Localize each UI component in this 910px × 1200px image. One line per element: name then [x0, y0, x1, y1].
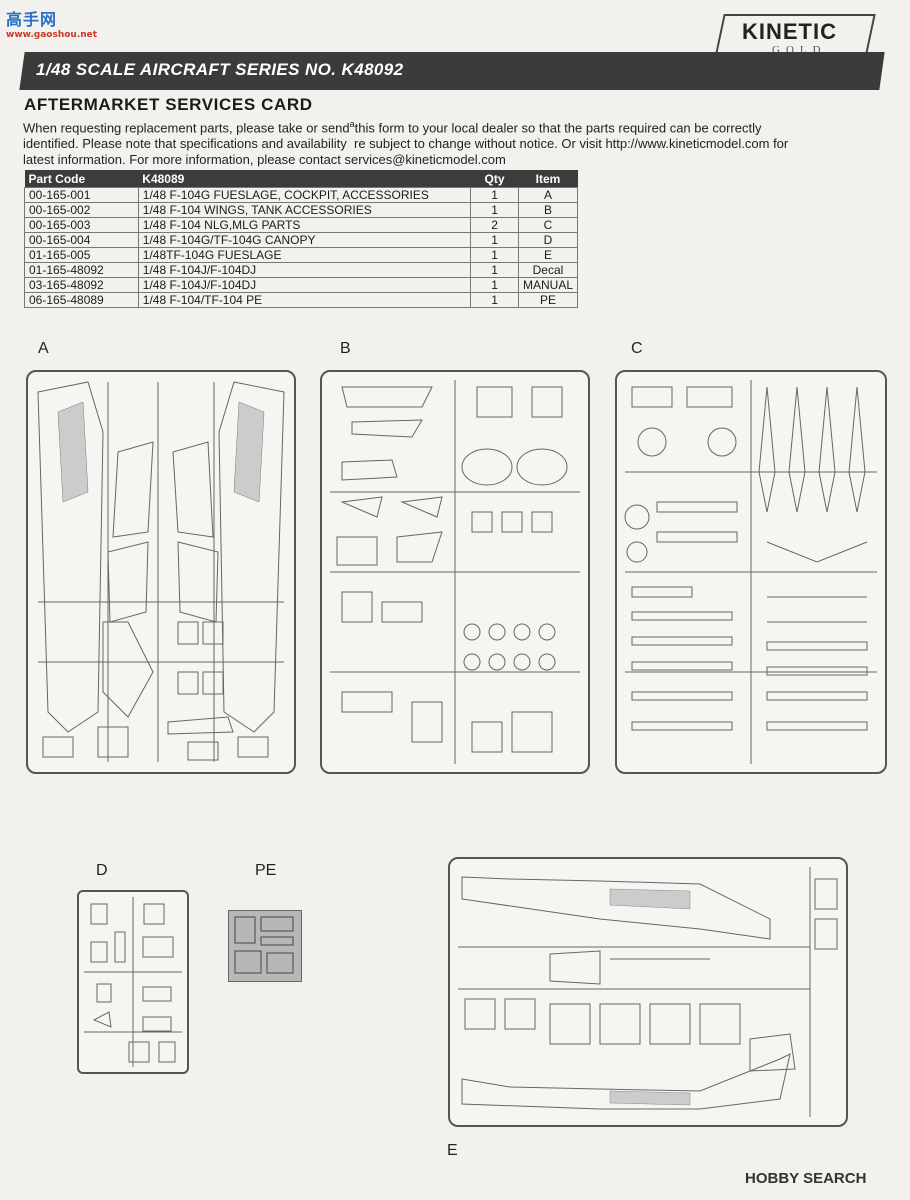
hobby-search-watermark: HOBBY SEARCH [745, 1170, 867, 1187]
sprue-label-e: E [447, 1142, 458, 1159]
sprue-label-pe: PE [255, 862, 277, 879]
sprue-a-art [37, 381, 285, 762]
pe-fret-drawing [228, 910, 302, 982]
cell-code: 06-165-48089 [24, 292, 139, 308]
cell-code: 00-165-003 [24, 217, 139, 233]
cell-qty: 1 [470, 202, 519, 218]
intro-line-2: identified. Please note that specificati… [23, 136, 788, 151]
watermark-url: www.gaoshou.net [6, 30, 98, 40]
cell-qty: 1 [470, 262, 519, 278]
sprue-e-drawing [448, 857, 848, 1127]
cell-qty: 1 [470, 277, 519, 293]
sprue-label-a: A [38, 340, 49, 357]
cell-item: C [517, 217, 579, 233]
col-qty: Qty [470, 170, 519, 188]
cell-code: 03-165-48092 [24, 277, 139, 293]
cell-code: 00-165-001 [24, 187, 139, 203]
intro-text-2a: identified. Please note that specificati… [23, 136, 347, 151]
watermark-chars: 高手网 [6, 10, 58, 29]
site-watermark: 高手网 www.gaoshou.net [6, 6, 97, 40]
sprue-label-c: C [631, 340, 643, 357]
sprue-d-drawing [77, 890, 189, 1074]
cell-code: 00-165-004 [24, 232, 139, 248]
cell-qty: 1 [470, 187, 519, 203]
cell-item: MANUAL [517, 277, 579, 293]
col-description: K48089 [138, 170, 471, 188]
sprue-e-art [458, 867, 838, 1117]
intro-line-1: When requesting replacement parts, pleas… [23, 119, 761, 135]
cell-desc: 1/48TF-104G FUESLAGE [137, 247, 472, 263]
sprue-a-drawing [26, 370, 296, 774]
cell-desc: 1/48 F-104J/F-104DJ [137, 277, 472, 293]
cell-code: 01-165-005 [24, 247, 139, 263]
cell-item: A [517, 187, 579, 203]
sprue-b-drawing [320, 370, 590, 774]
cell-qty: 1 [470, 292, 519, 308]
cell-desc: 1/48 F-104G/TF-104G CANOPY [137, 232, 472, 248]
pe-fret-art [234, 916, 294, 974]
card-title: AFTERMARKET SERVICES CARD [24, 95, 313, 114]
intro-text-1b: this form to your local dealer so that t… [354, 120, 762, 136]
col-item: Item [518, 170, 578, 188]
sprue-c-art [624, 380, 877, 764]
sprue-d-art [84, 897, 182, 1067]
cell-qty: 1 [470, 247, 519, 263]
intro-superscript: a [349, 119, 355, 129]
cell-qty: 1 [470, 232, 519, 248]
cell-desc: 1/48 F-104 WINGS, TANK ACCESSORIES [137, 202, 472, 218]
cell-item: B [517, 202, 579, 218]
cell-desc: 1/48 F-104 NLG,MLG PARTS [137, 217, 472, 233]
series-title: 1/48 SCALE AIRCRAFT SERIES NO. K48092 [36, 60, 404, 79]
table-header-row: Part Code K48089 Qty Item [24, 170, 578, 188]
cell-item: Decal [517, 262, 579, 278]
cell-item: E [517, 247, 579, 263]
brand-name: KINETIC [742, 19, 837, 44]
intro-text-1a: When requesting replacement parts, pleas… [23, 120, 350, 136]
cell-code: 01-165-48092 [24, 262, 139, 278]
sprue-label-b: B [340, 340, 351, 357]
cell-desc: 1/48 F-104J/F-104DJ [137, 262, 472, 278]
cell-qty: 2 [470, 217, 519, 233]
cell-code: 00-165-002 [24, 202, 139, 218]
cell-desc: 1/48 F-104G FUESLAGE, COCKPIT, ACCESSORI… [137, 187, 472, 203]
sprue-b-art [330, 380, 580, 764]
cell-item: PE [517, 292, 579, 308]
sprue-c-drawing [615, 370, 887, 774]
cell-desc: 1/48 F-104/TF-104 PE [137, 292, 472, 308]
intro-text-2b: re subject to change without notice. Or … [354, 136, 789, 151]
sprue-label-d: D [96, 862, 108, 879]
col-part-code: Part Code [24, 170, 139, 188]
intro-line-3: latest information. For more information… [23, 152, 506, 167]
cell-item: D [517, 232, 579, 248]
